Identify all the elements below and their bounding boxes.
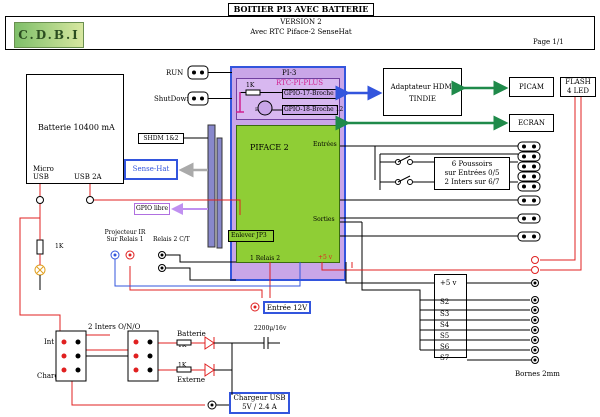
entree-12v-connector — [250, 302, 260, 312]
picam-label: PICAM — [518, 83, 545, 91]
led-left-icon — [34, 264, 46, 276]
borne-label-5: S6 — [440, 343, 450, 351]
battery-micro-usb-port — [36, 196, 44, 204]
chargeur-box — [229, 392, 290, 414]
gpio17-label: GPIO-17-Broche 11 — [284, 90, 344, 97]
rtc-label: RTC-PI-PLUS — [276, 79, 324, 87]
flash-label-1: FLASH — [565, 78, 591, 86]
externe-led-label: Externe — [177, 376, 206, 384]
bornes-terminals — [531, 256, 539, 364]
relais-label: 1 Relais 2 — [250, 255, 281, 262]
run-label: RUN — [166, 69, 184, 77]
gpio-ribbon-inner — [216, 137, 223, 249]
shutdown-label: ShutDown — [154, 95, 191, 103]
resistor-1k-ext-label: 1K — [178, 362, 187, 369]
borne-label-3: S4 — [440, 321, 450, 329]
hdmi-label-2: TINDIE — [408, 95, 437, 103]
batterie-led-label: Batterie — [177, 330, 206, 338]
chargeur-label-1: Chargeur USB — [233, 394, 286, 402]
resistor-1k-left-label: 1K — [55, 243, 64, 250]
gpio18-box — [282, 105, 338, 115]
hdmi-adapter-box — [383, 68, 462, 116]
subtitle-label: Avec RTC Piface-2 SenseHat — [250, 28, 352, 36]
enlever-jp3-label: Enlever JP3 — [231, 232, 267, 239]
sensehat-box — [124, 159, 178, 180]
pi3-label: PI-3 — [282, 69, 297, 77]
ecran-label: ECRAN — [518, 119, 545, 127]
enlever-jp3-box — [228, 230, 274, 242]
borne-label-6: S7 — [440, 354, 450, 362]
gpio-ribbon-outer — [207, 124, 216, 248]
micro-usb-label-1: Micro — [33, 165, 54, 173]
entrees-terminal-links — [340, 199, 518, 237]
plus5v-red-label: +5 v — [318, 254, 333, 261]
poussoirs-label-2: sur Entrées 0/5 — [444, 169, 500, 177]
poussoirs-box — [434, 157, 510, 190]
page-number: Page 1/1 — [533, 38, 564, 46]
projecteur-terminals — [110, 250, 135, 260]
battery-box — [26, 74, 124, 184]
micro-usb-label-2: USB — [33, 173, 49, 181]
resistor-1k-bat-label: 1K — [178, 342, 187, 349]
poussoirs-label-1: 6 Poussoirs — [451, 160, 493, 168]
sorties-label: Sorties — [313, 216, 335, 223]
diagram-title: BOITIER PI3 AVEC BATTERIE — [233, 4, 369, 14]
int-label: Int — [44, 338, 55, 346]
header-box — [5, 16, 595, 50]
version-label: VERSION 2 — [280, 18, 322, 26]
resistor-1k-top-label: 1K — [246, 82, 255, 89]
entree-12v-label: Entrée 12V — [266, 304, 308, 312]
borne-label-4: S5 — [440, 332, 450, 340]
borne-label-1: S2 — [440, 298, 450, 306]
chargeur-connector — [207, 400, 229, 410]
hdmi-label-1: Adaptateur HDMI — [390, 83, 455, 91]
usb2a-label: USB 2A — [74, 173, 102, 181]
capacitor-label: 2200μ/16v — [254, 325, 287, 332]
entrees-label: Entrées — [313, 141, 337, 148]
logo-text: C.D.B.I — [18, 28, 80, 42]
inter-switch-2 — [380, 175, 434, 185]
inters-title: 2 Inters O/N/O — [88, 323, 141, 331]
relais2-terminals — [158, 251, 166, 272]
flash-box — [560, 77, 596, 97]
buzzer-label: Buzzer — [255, 107, 273, 113]
shdm-box — [138, 133, 184, 144]
shutdown-connector — [187, 91, 232, 106]
run-connector — [187, 65, 232, 80]
relais2ct-label: Relais 2 C/T — [153, 236, 190, 243]
poussoir-terminals — [517, 141, 541, 242]
sensehat-label: Sense-Hat — [132, 165, 170, 173]
picam-box — [509, 77, 554, 97]
battery-label: Batterie 10400 mA — [38, 123, 115, 132]
inter-switch-1 — [380, 155, 434, 165]
battery-usb2a-port — [86, 196, 94, 204]
gpio18-label: GPIO-18-Broche 12 — [284, 106, 344, 113]
gpio-libre-label: GPIO libre — [135, 205, 169, 212]
shdm-label: SHDM 1&2 — [143, 135, 179, 142]
bornes-caption: Bornes 2mm — [515, 370, 560, 378]
piface-label: PIFACE 2 — [250, 143, 289, 152]
title-bar — [228, 3, 374, 16]
poussoirs-label-3: 2 Inters sur 6/7 — [444, 178, 500, 186]
entree-12v-box — [263, 301, 311, 314]
capacitor-icon — [232, 337, 280, 349]
chargeur-label-2: 5V / 2.4 A — [242, 403, 277, 411]
resistor-1k-left — [36, 239, 44, 255]
borne-label-0: +5 v — [440, 279, 457, 287]
flash-label-2: 4 LED — [566, 87, 590, 95]
projecteur-label-1: Projecteur IR — [104, 229, 146, 236]
projecteur-label-2: Sur Relais 1 — [106, 236, 144, 243]
inter-switch-charge — [127, 330, 159, 382]
charge-label: Charge — [37, 372, 64, 380]
borne-label-2: S3 — [440, 310, 450, 318]
cdbi-logo: C.D.B.I — [14, 22, 84, 48]
